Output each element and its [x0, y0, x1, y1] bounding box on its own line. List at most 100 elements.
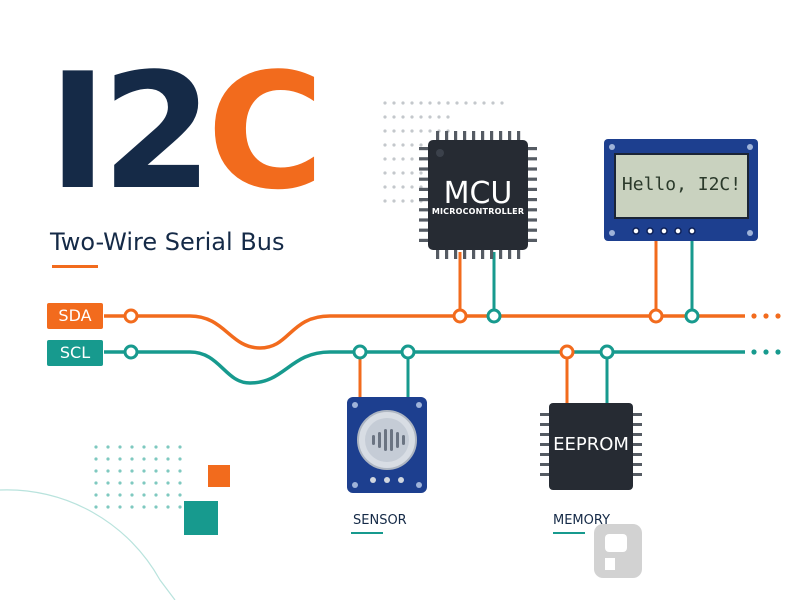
mcu-pin1-marker [436, 149, 444, 157]
decorative-dot [130, 445, 134, 449]
decorative-dot [401, 115, 405, 119]
grille-slot [402, 435, 405, 445]
scl-label: SCL [47, 340, 103, 366]
decorative-dot [166, 505, 170, 509]
sensor-header-pins [370, 477, 404, 483]
decorative-dot [154, 469, 158, 473]
decorative-dot [410, 157, 414, 161]
chip-pin [517, 249, 521, 259]
decorative-dot [178, 445, 182, 449]
decorative-dot [94, 457, 98, 461]
decorative-dot [142, 505, 146, 509]
eeprom-label: EEPROM [553, 434, 629, 455]
chip-pin [472, 249, 476, 259]
decorative-dot [142, 481, 146, 485]
chip-pin [508, 131, 512, 141]
decorative-dot [401, 171, 405, 175]
decorative-dot [446, 115, 450, 119]
chip-pin [527, 228, 537, 232]
eeprom-chip [549, 403, 633, 490]
chip-pin [419, 238, 429, 242]
decorative-dot [428, 101, 432, 105]
chip-pin [540, 423, 550, 426]
chip-pin [481, 131, 485, 141]
grille-slot [396, 432, 399, 448]
grille-slot [384, 429, 387, 451]
decorative-dot [178, 469, 182, 473]
display-sda-node [648, 308, 664, 324]
decorative-dot [392, 185, 396, 189]
chip-pin [632, 463, 642, 466]
chip-pin [419, 198, 429, 202]
sensor-caption: SENSOR [353, 513, 407, 528]
chip-pin [517, 131, 521, 141]
chip-pin [527, 208, 537, 212]
scl-bus-line [104, 350, 745, 385]
title-c: C [206, 38, 325, 225]
decorative-dot [154, 505, 158, 509]
sensor-caption-underline [351, 532, 383, 534]
subtitle: Two-Wire Serial Bus [50, 228, 285, 256]
decorative-dot [401, 157, 405, 161]
eeprom-scl-node [599, 344, 615, 360]
decorative-dot [392, 143, 396, 147]
mcu-pins [419, 131, 537, 259]
decorative-dot [383, 185, 387, 189]
decorative-dot [491, 101, 495, 105]
decorative-dot [94, 493, 98, 497]
decorative-dot [178, 481, 182, 485]
sda-node [123, 308, 139, 324]
chip-pin [632, 443, 642, 446]
decorative-dot [94, 505, 98, 509]
decorative-dot [392, 171, 396, 175]
chip-pin [527, 177, 537, 181]
decorative-dot [142, 493, 146, 497]
decorative-dot [166, 469, 170, 473]
chip-pin [527, 147, 537, 151]
decorative-dot [166, 457, 170, 461]
decorative-dot [154, 457, 158, 461]
mcu-scl-node [486, 308, 502, 324]
decorative-dot [142, 445, 146, 449]
chip-pin [436, 249, 440, 259]
chip-pin [419, 218, 429, 222]
decorative-dot [383, 101, 387, 105]
chip-pin [632, 413, 642, 416]
decorative-dot [401, 199, 405, 203]
decorative-dot [106, 493, 110, 497]
chip-pin [454, 131, 458, 141]
memory-caption-underline [553, 532, 585, 534]
chip-pin [490, 131, 494, 141]
decorative-dot [166, 493, 170, 497]
sda-label: SDA [47, 303, 103, 329]
chip-pin [632, 453, 642, 456]
decorative-dot [118, 457, 122, 461]
chip-pin [508, 249, 512, 259]
display-header-pins [632, 227, 696, 235]
decorative-dot [94, 481, 98, 485]
chip-pin [463, 249, 467, 259]
chip-pin [540, 433, 550, 436]
decorative-square-teal [184, 501, 218, 535]
chip-pin [632, 433, 642, 436]
chip-pin [445, 249, 449, 259]
scl-node [123, 344, 139, 360]
chip-pin [472, 131, 476, 141]
chip-pin [419, 187, 429, 191]
decorative-dot [118, 445, 122, 449]
grille-slot [390, 429, 393, 451]
decorative-dot [419, 101, 423, 105]
decorative-dot [392, 101, 396, 105]
decorative-dot [106, 445, 110, 449]
decorative-dot [419, 171, 423, 175]
display-screen [614, 153, 749, 219]
chip-pin [419, 177, 429, 181]
decorative-dot [166, 481, 170, 485]
decorative-dot [94, 469, 98, 473]
decorative-dot [118, 493, 122, 497]
sensor-scl-node [400, 344, 416, 360]
chip-pin [454, 249, 458, 259]
grille-slot [378, 432, 381, 448]
decorative-dot [383, 129, 387, 133]
